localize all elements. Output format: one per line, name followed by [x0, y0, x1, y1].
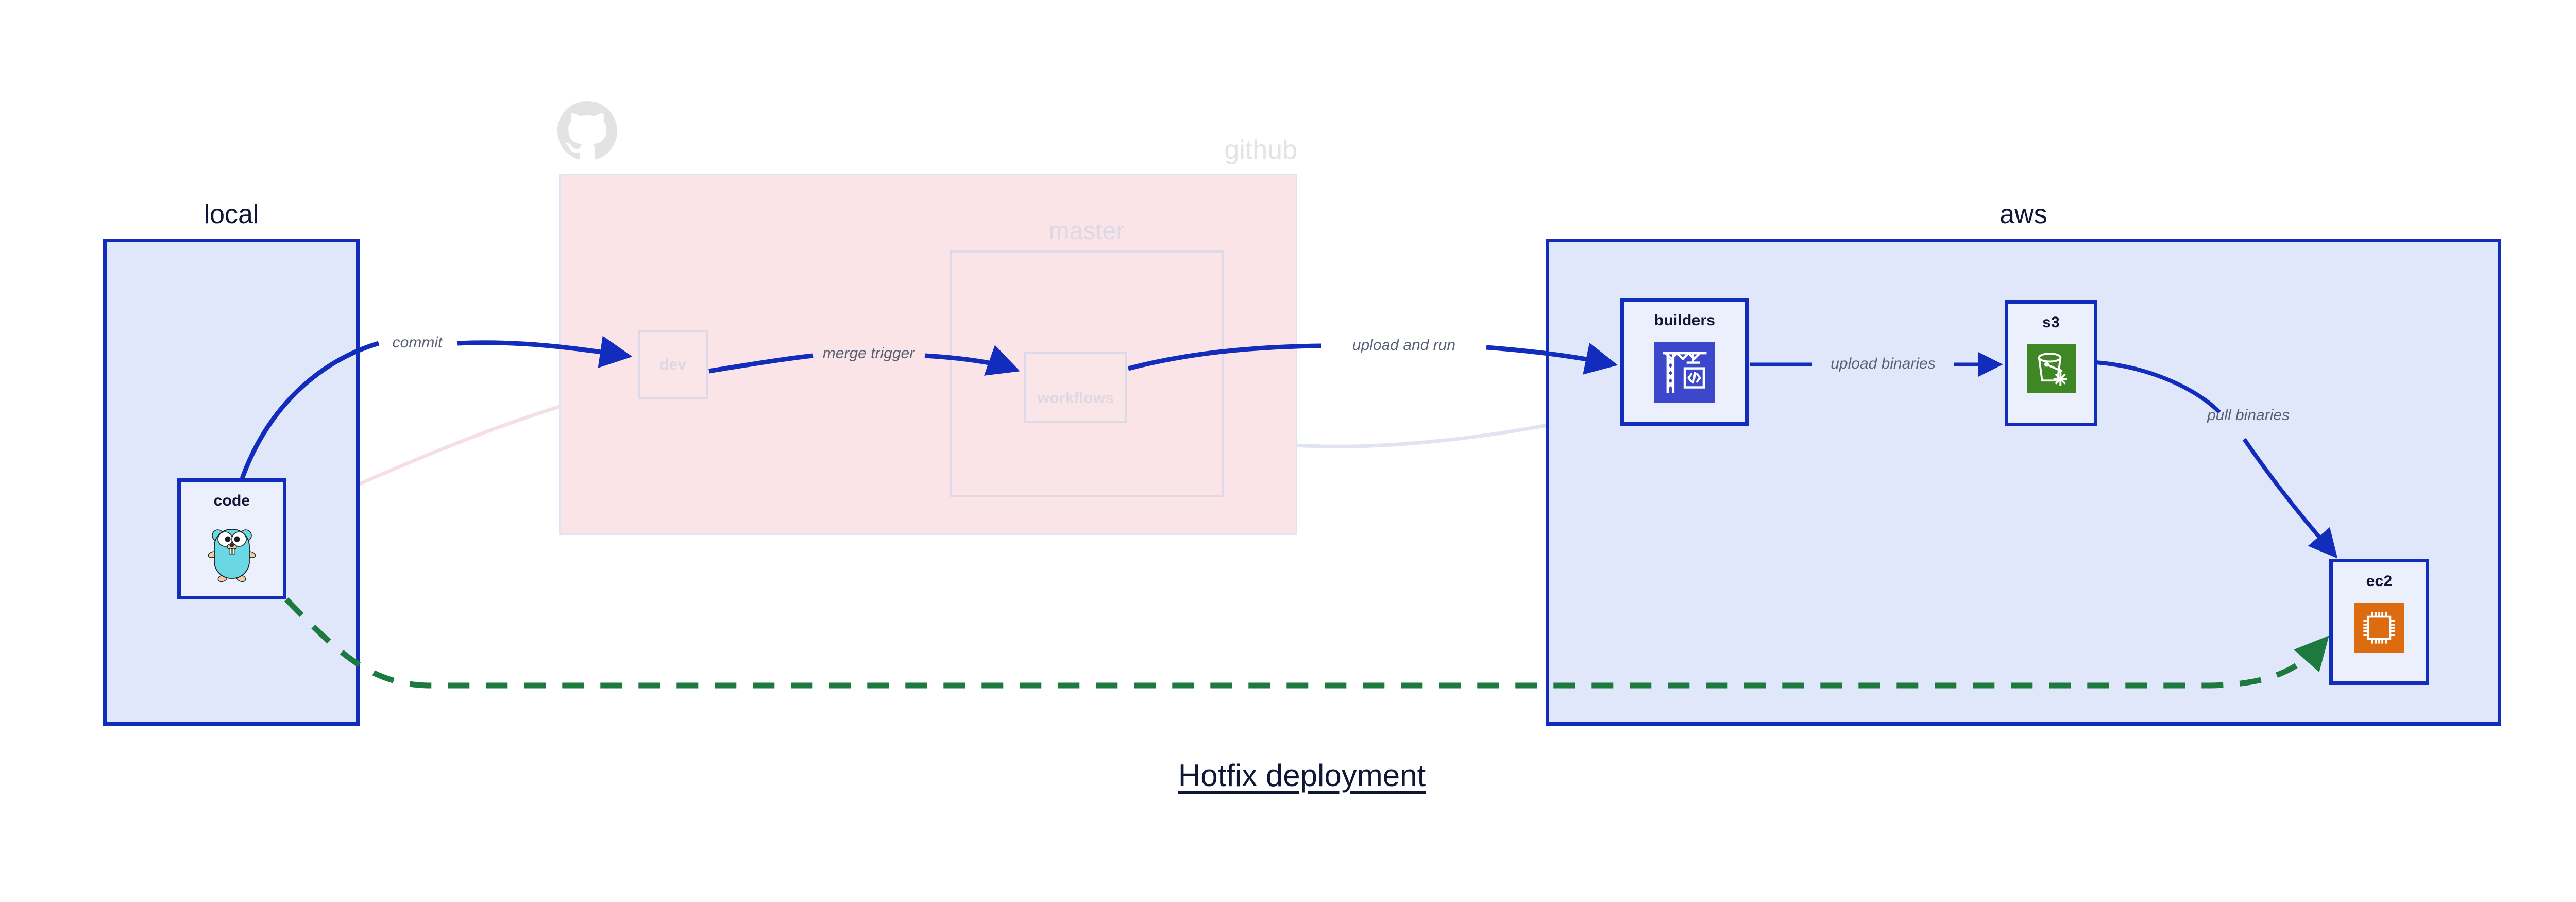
- node-builders[interactable]: builders: [1620, 298, 1749, 426]
- group-master: [950, 250, 1224, 497]
- node-s3-label: s3: [2042, 314, 2060, 331]
- aws-ec2-icon: [2354, 603, 2404, 656]
- node-code[interactable]: code: [177, 478, 286, 599]
- edge-commit-label: commit: [393, 334, 443, 351]
- group-local-label: local: [204, 199, 259, 229]
- edge-upload-and-run-label: upload and run: [1352, 337, 1455, 354]
- node-ec2[interactable]: ec2: [2329, 559, 2429, 685]
- node-dev[interactable]: dev: [638, 330, 708, 399]
- node-workflows-label: workflows: [1037, 389, 1114, 407]
- node-builders-label: builders: [1654, 312, 1716, 329]
- node-workflows[interactable]: workflows: [1024, 352, 1127, 423]
- node-s3[interactable]: s3: [2005, 300, 2097, 426]
- node-code-label: code: [213, 492, 250, 509]
- group-master-label: master: [1048, 218, 1125, 245]
- github-octocat-icon: [557, 101, 617, 161]
- aws-s3-glacier-icon: [2026, 344, 2076, 395]
- diagram-caption: Hotfix deployment: [1178, 758, 1426, 793]
- node-ec2-label: ec2: [2366, 573, 2393, 590]
- node-dev-label: dev: [659, 356, 687, 373]
- aws-codebuild-icon: [1654, 342, 1715, 405]
- group-github-label: github: [1224, 135, 1297, 165]
- go-gopher-icon: [208, 522, 256, 586]
- group-aws-label: aws: [1999, 199, 2047, 229]
